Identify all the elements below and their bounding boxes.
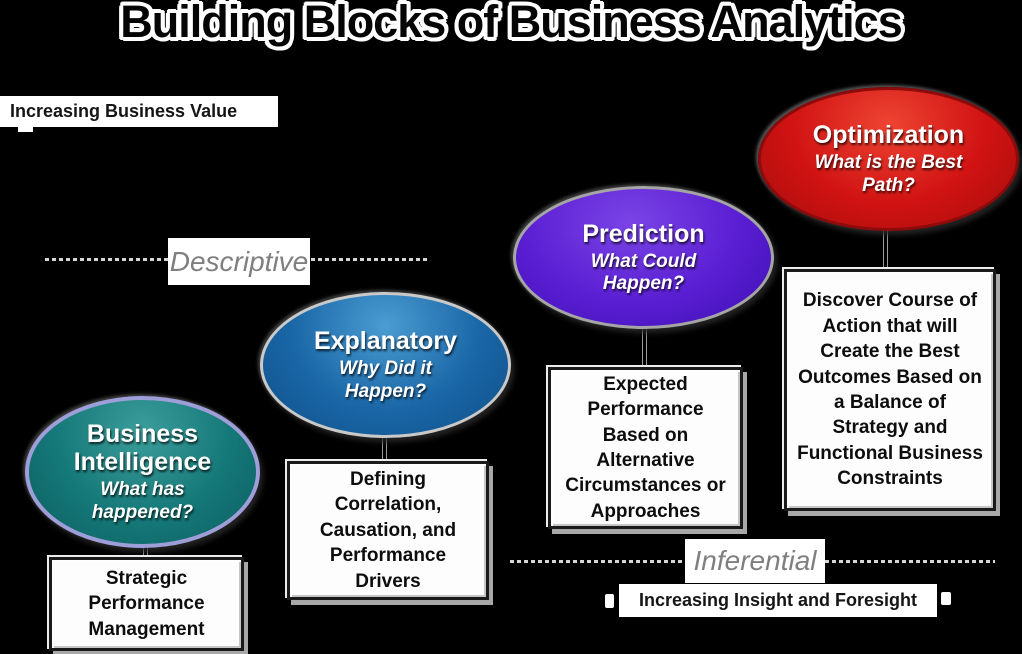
detail-box-prediction: Expected Performance Based on Alternativ…: [548, 367, 743, 529]
connector-business-intelligence: [144, 534, 147, 562]
ellipse-title: Explanatory: [313, 327, 458, 356]
inferential-label-text: Inferential: [693, 545, 817, 576]
ellipse-optimization: Optimization What is the Best Path?: [758, 87, 1019, 231]
business-value-axis-text: Increasing Business Value: [10, 101, 238, 121]
detail-box-optimization: Discover Course of Action that will Crea…: [784, 269, 996, 511]
ellipse-title: Prediction: [582, 219, 705, 248]
descriptive-label: Descriptive: [168, 238, 310, 285]
horizontal-arrow-fragment-right: [941, 592, 951, 605]
inferential-label: Inferential: [685, 539, 825, 583]
connector-prediction: [643, 320, 646, 370]
ellipse-question: What Could Happen?: [590, 250, 697, 294]
connector-explanatory: [383, 427, 386, 465]
slide-title: Building Blocks of Business Analytics: [120, 0, 903, 47]
detail-text: Discover Course of Action that will Crea…: [797, 290, 983, 490]
ellipse-question: Why Did it Happen?: [339, 358, 432, 402]
detail-text: Expected Performance Based on Alternativ…: [565, 373, 726, 522]
ellipse-explanatory: Explanatory Why Did it Happen?: [260, 292, 511, 438]
vertical-arrow-fragment: [18, 124, 33, 132]
ellipse-business-intelligence: Business Intelligence What has happened?: [25, 396, 260, 548]
detail-text: Defining Correlation, Causation, and Per…: [319, 468, 457, 592]
business-value-axis-label: Increasing Business Value: [0, 96, 278, 127]
detail-box-business-intelligence: Strategic Performance Management: [49, 557, 244, 651]
descriptive-label-text: Descriptive: [169, 245, 309, 277]
connector-optimization: [884, 222, 887, 272]
ellipse-title: Business Intelligence: [73, 420, 212, 477]
ellipse-title: Optimization: [812, 121, 965, 150]
ellipse-prediction: Prediction What Could Happen?: [513, 186, 774, 329]
horizontal-arrow-fragment-left: [605, 594, 614, 608]
insight-foresight-axis-text: Increasing Insight and Foresight: [638, 590, 918, 610]
detail-box-explanatory: Defining Correlation, Causation, and Per…: [287, 461, 489, 600]
detail-text: Strategic Performance Management: [88, 567, 205, 640]
insight-foresight-axis-label: Increasing Insight and Foresight: [619, 584, 937, 617]
ellipse-question: What is the Best Path?: [814, 152, 963, 196]
ellipse-question: What has happened?: [91, 479, 194, 523]
